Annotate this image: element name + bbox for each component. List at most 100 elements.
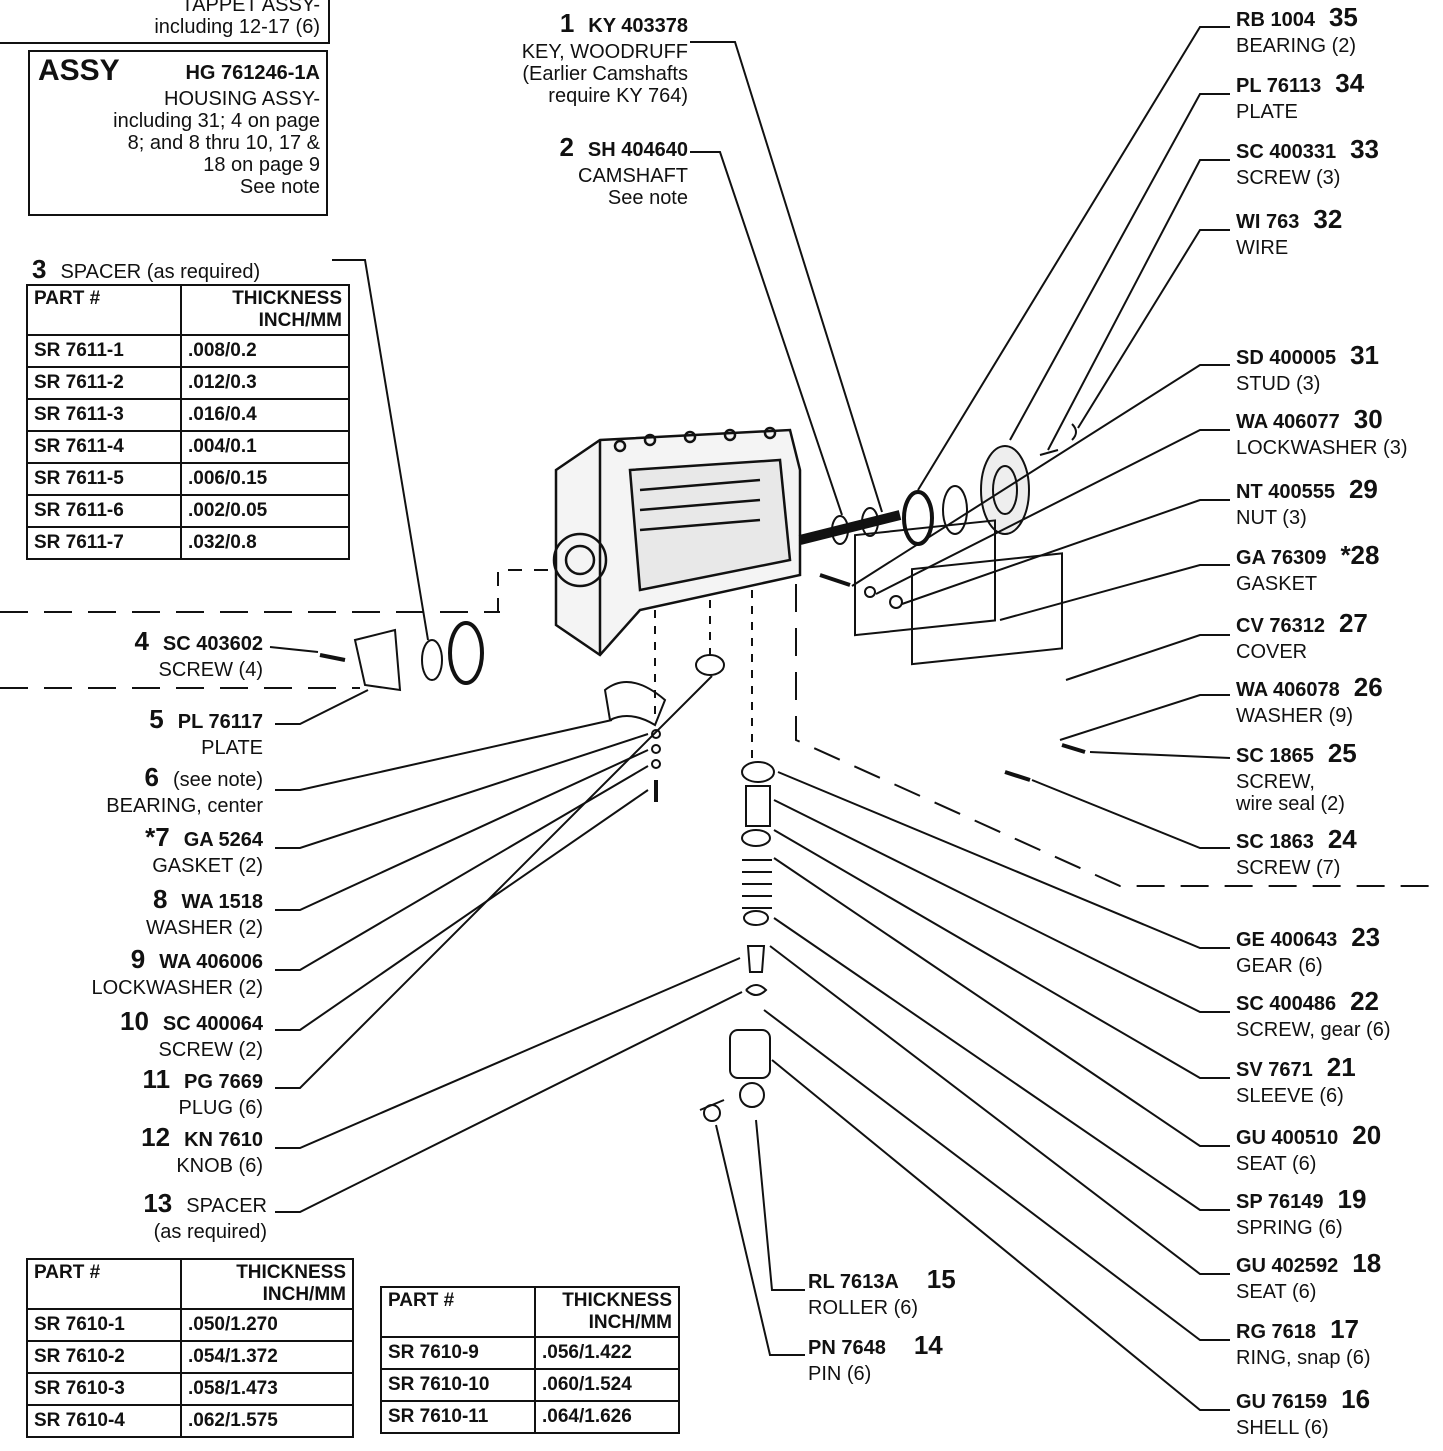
screw-right-top [1039,449,1059,456]
part-desc: SPRING (6) [1236,1217,1343,1239]
part-code: GA 76309 [1236,547,1327,569]
callout-number: 34 [1335,68,1365,98]
center-bearing-part [603,681,667,727]
table-row: SR 7610-2.054/1.372 [26,1340,354,1374]
leader-17 [763,1009,1230,1341]
callout-number: 19 [1337,1184,1367,1214]
leader-14 [715,1124,805,1356]
leader-29 [901,499,1230,605]
screw-part-25 [1061,743,1086,754]
part-code: SH 404640 [587,139,688,161]
table-row: SR 7610-4.062/1.575 [26,1404,354,1438]
part-desc: wire seal (2) [1236,793,1345,815]
callout-number: 8 [153,884,168,914]
part-code: SC 403602 [162,633,263,655]
leader-2 [690,151,843,516]
housing-line-2: including 31; 4 on page [113,110,320,132]
part-code: SC 1865 [1236,745,1314,767]
leader-7 [275,733,649,849]
leader-23 [777,771,1230,949]
spacer-3-label: SPACER (as required) [60,261,261,283]
tappet-assy-box: TAPPET ASSY- including 12-17 (6) [0,0,330,44]
part-desc: BEARING (2) [1236,35,1357,57]
callout-number: 23 [1351,922,1381,952]
leader-5 [275,689,369,725]
part-desc: GEAR (6) [1236,955,1323,977]
part-code: NT 400555 [1236,481,1335,503]
part-code: WA 406006 [159,951,263,973]
callout-number: 18 [1352,1248,1382,1278]
part-code: SD 400005 [1236,347,1337,369]
leader-10 [275,789,649,1031]
part-desc: STUD (3) [1236,373,1321,395]
leader-lines [269,26,1231,1411]
leader-32 [1077,229,1230,429]
callout-number: 24 [1327,824,1357,854]
table-row: SR 7610-9.056/1.422 [380,1336,680,1370]
wire-part [1071,423,1077,441]
part-desc: WASHER (9) [1236,705,1354,727]
leader-12 [275,957,741,1149]
part-desc: SEAT (6) [1236,1281,1317,1303]
callout-number: 17 [1330,1314,1359,1344]
part-code: GU 402592 [1236,1255,1339,1277]
leader-21 [773,829,1230,1079]
leader-3 [332,259,429,641]
part-desc: SCREW, gear (6) [1236,1019,1391,1041]
callout-number: 11 [142,1064,171,1094]
stud-part [819,573,851,587]
callout-number: 9 [130,944,146,974]
part-desc: BEARING, center [106,795,263,817]
part-desc: SCREW, [1236,771,1315,793]
part-code: WA 1518 [181,891,263,913]
section-line-housing-left [497,569,556,612]
part-code: PG 7669 [184,1071,263,1093]
tappet-assy-line2: including 12-17 (6) [154,16,320,38]
callout-number: 10 [120,1006,149,1036]
part-code: SPACER [186,1195,267,1217]
part-code: SV 7671 [1236,1059,1313,1081]
part-code: RB 1004 [1236,9,1315,31]
callout-number: 27 [1338,608,1368,638]
part-code: KN 7610 [184,1129,263,1151]
part-desc: PLATE [201,737,263,759]
part-code: SC 400486 [1236,993,1337,1015]
leader-30 [875,429,1230,595]
part-code: WI 763 [1236,211,1300,233]
callout-number: 6 [144,762,159,792]
seal-ring-right [942,485,968,535]
housing-line-4: 18 on page 9 [203,154,320,176]
leader-15 [755,1119,805,1291]
leader-24 [1031,779,1230,849]
callout-6: 6(see note) BEARING, center [106,764,263,817]
callout-number: 32 [1313,204,1343,234]
callout-number: 5 [149,704,164,734]
callout-number: 13 [143,1188,173,1218]
housing-assy-code: HG 761246-1A [185,62,320,84]
callout-number: 33 [1350,134,1379,164]
callout-number: 15 [926,1264,956,1294]
table-row: SR 7610-1.050/1.270 [26,1308,354,1342]
nut-part [889,595,903,609]
